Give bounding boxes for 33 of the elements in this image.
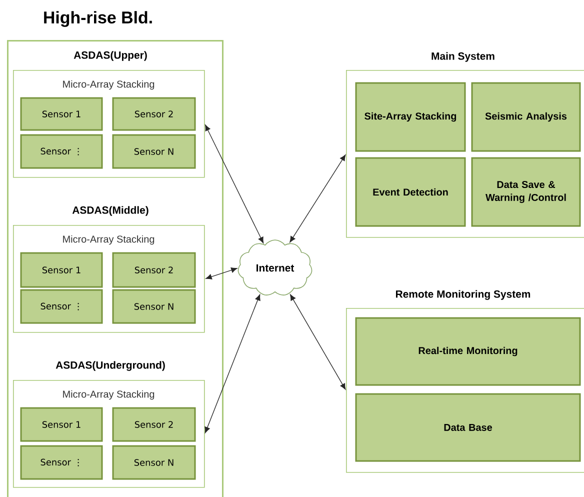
- module-box: Seismic Analysis: [471, 82, 581, 152]
- arrow: [204, 294, 260, 434]
- sensor-box: Sensor N: [112, 445, 196, 480]
- sensor-box: Sensor 2: [112, 97, 196, 131]
- box-heading: ASDAS(Underground): [56, 361, 165, 371]
- arrow: [290, 294, 346, 390]
- arrow: [290, 154, 346, 242]
- box-heading: ASDAS(Middle): [72, 206, 148, 216]
- sensor-box: Sensor 1: [20, 407, 103, 442]
- module-box: Data Save & Warning /Control: [471, 157, 581, 227]
- box-heading: Remote Monitoring System: [396, 290, 530, 300]
- sensor-box: Sensor ⋮: [20, 289, 103, 324]
- sensor-box: Sensor N: [112, 289, 196, 324]
- module-box: Data Base: [355, 393, 581, 462]
- sensor-box: Sensor 2: [112, 252, 196, 288]
- internet-cloud: Internet: [238, 240, 312, 296]
- box-title: Micro-Array Stacking: [63, 80, 154, 90]
- sensor-box: Sensor ⋮: [20, 445, 103, 480]
- box-heading: Main System: [432, 52, 494, 62]
- box-title: Micro-Array Stacking: [63, 390, 154, 400]
- box-heading: ASDAS(Upper): [74, 51, 147, 61]
- module-box: Real-time Monitoring: [355, 317, 581, 386]
- sensor-box: Sensor 2: [112, 407, 196, 442]
- module-box: Site-Array Stacking: [355, 82, 466, 152]
- arrow: [205, 124, 264, 244]
- sensor-box: Sensor N: [112, 134, 196, 169]
- building-title: High-rise Bld.: [44, 11, 152, 27]
- module-box: Event Detection: [355, 157, 466, 227]
- arrow: [206, 267, 238, 280]
- sensor-box: Sensor 1: [20, 252, 103, 288]
- sensor-box: Sensor ⋮: [20, 134, 103, 169]
- box-title: Micro-Array Stacking: [63, 235, 154, 245]
- sensor-box: Sensor 1: [20, 97, 103, 131]
